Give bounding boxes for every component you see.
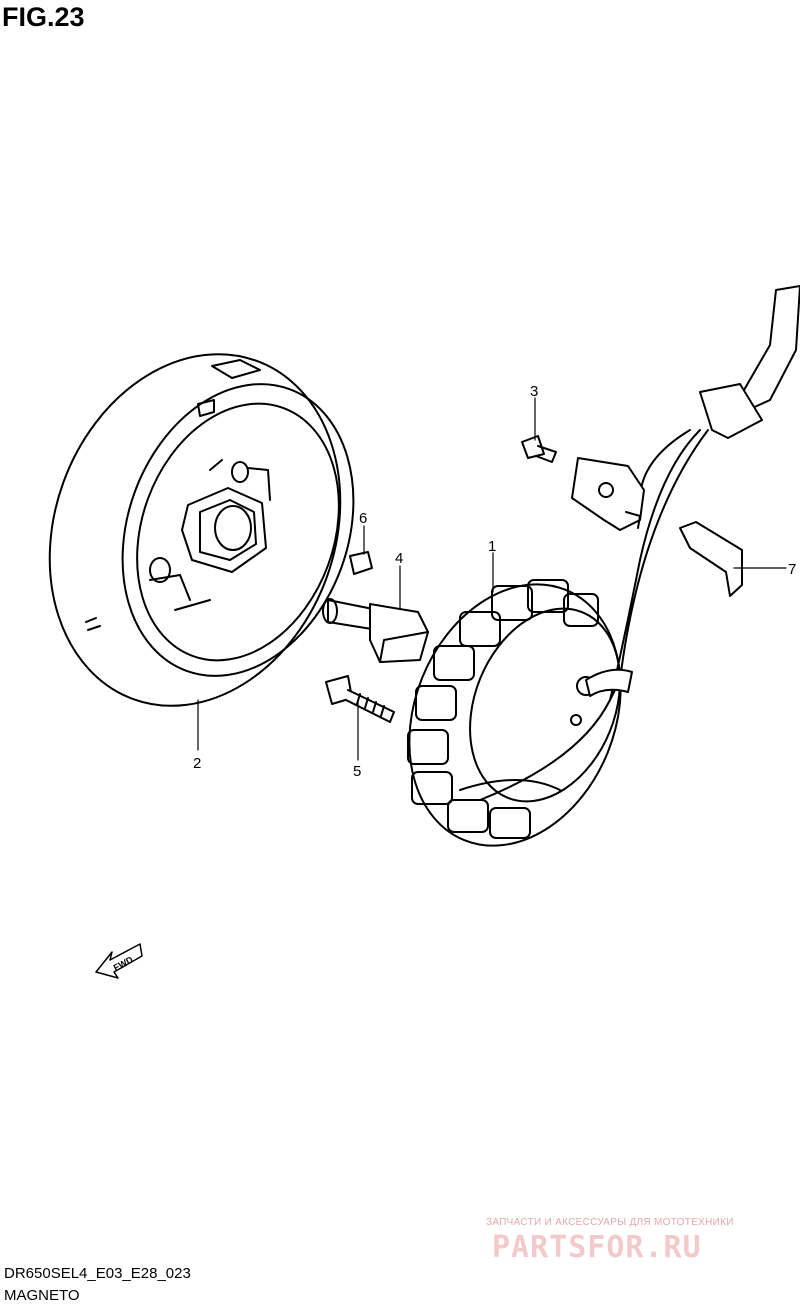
callout-3: 3 [530,383,538,400]
callout-2: 2 [193,755,201,772]
key-part-6[interactable] [349,551,373,575]
stator-part-1[interactable] [372,552,659,877]
pickup-coil-part-3[interactable] [521,435,645,531]
diagram-caption: MAGNETO [4,1287,80,1304]
clamp-part-7[interactable] [679,521,743,597]
wiring-harness [479,285,800,801]
rotor-part-2[interactable] [2,313,393,747]
figure-title: FIG.23 [2,2,85,32]
callout-6: 6 [359,510,367,527]
fwd-arrow-icon [95,943,143,979]
stator-screw-part-5[interactable] [325,675,395,723]
rotor-bolt-part-4[interactable] [322,598,429,663]
leader-lines [197,397,787,761]
callout-7: 7 [788,561,796,578]
callout-5: 5 [353,763,361,780]
callout-1: 1 [488,538,496,555]
diagram-code: DR650SEL4_E03_E28_023 [4,1265,191,1282]
watermark-tagline: ЗАПЧАСТИ И АКСЕССУАРЫ ДЛЯ МОТОТЕХНИКИ [486,1217,734,1228]
watermark-logo: PARTSFOR.RU [492,1230,702,1265]
callout-4: 4 [395,550,403,567]
